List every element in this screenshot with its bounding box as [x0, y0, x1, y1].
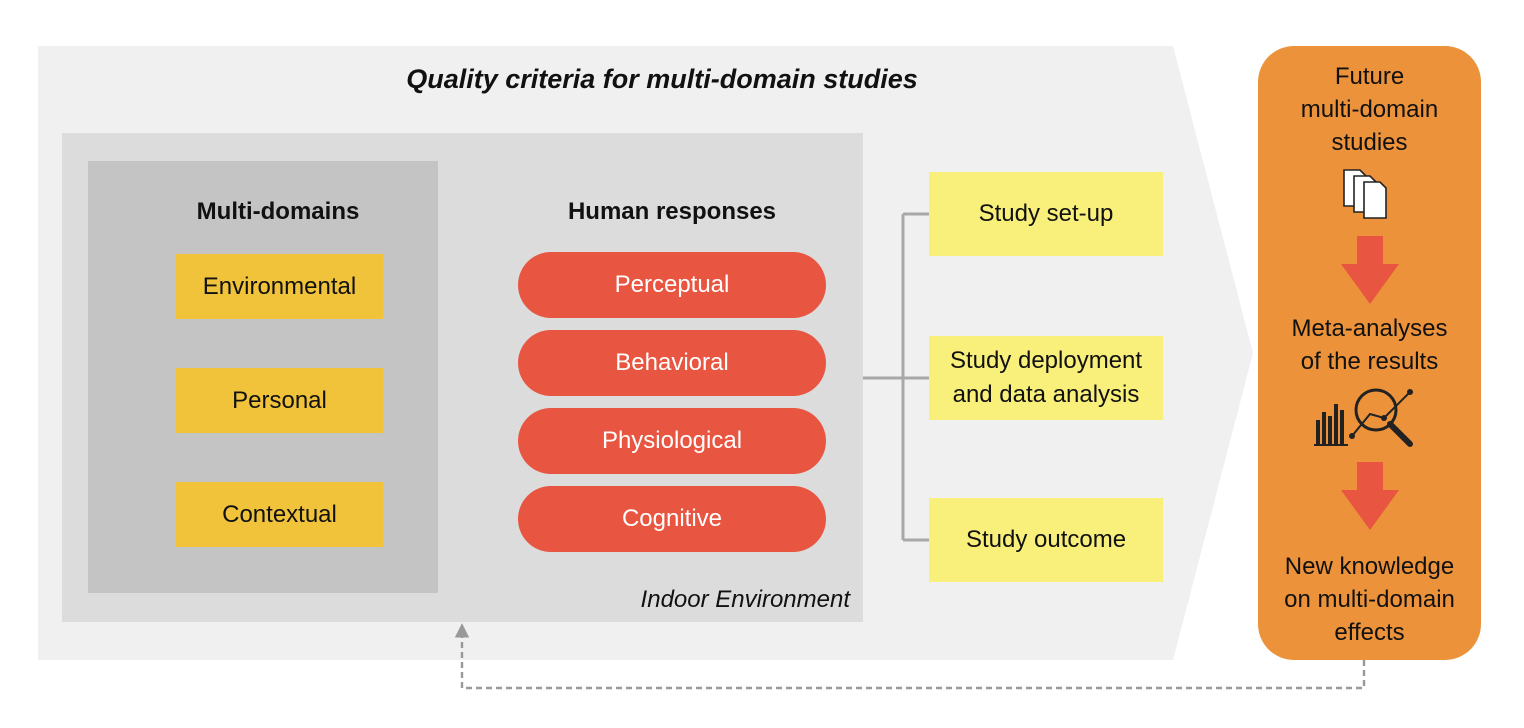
indoor-environment-label: Indoor Environment: [640, 586, 850, 613]
pipeline-panel: [1258, 46, 1481, 660]
diagram-title: Quality criteria for multi-domain studie…: [406, 64, 918, 94]
documents-icon: [1343, 169, 1387, 219]
study-setup-text: Study set-up: [978, 200, 1114, 227]
new-knowledge-line3: effects: [1334, 619, 1405, 646]
study-outcome-box: Study outcome: [929, 498, 1163, 582]
study-deployment-text-line1: Study deployment: [949, 347, 1143, 374]
pipeline-step-future-studies: Future multi-domain studies: [1258, 60, 1481, 159]
study-outcome-text: Study outcome: [965, 526, 1127, 553]
human-responses-heading: Human responses: [567, 198, 777, 225]
domain-contextual: Contextual: [176, 482, 383, 547]
future-studies-line2: multi-domain: [1300, 96, 1439, 123]
study-setup-box: Study set-up: [929, 172, 1163, 256]
new-knowledge-line1: New knowledge: [1284, 553, 1455, 580]
domain-personal: Personal: [176, 368, 383, 433]
study-deployment-box: Study deployment and data analysis: [929, 336, 1163, 420]
new-knowledge-line2: on multi-domain: [1284, 586, 1455, 613]
pipeline-step-meta-analyses: Meta-analyses of the results: [1258, 312, 1481, 378]
bracket-connector: [862, 212, 929, 542]
response-cognitive: Cognitive: [518, 486, 826, 552]
future-studies-line1: Future: [1334, 63, 1405, 90]
down-arrow-icon-1: [1341, 236, 1399, 304]
meta-analyses-line1: Meta-analyses: [1291, 315, 1448, 342]
multi-domains-heading: Multi-domains: [196, 198, 360, 225]
chart-magnifier-icon: [1314, 388, 1413, 447]
domain-environmental: Environmental: [176, 254, 383, 319]
meta-analyses-line2: of the results: [1300, 348, 1439, 375]
feedback-loop-connector: [454, 623, 1366, 690]
response-behavioral: Behavioral: [518, 330, 826, 396]
down-arrow-icon-2: [1341, 462, 1399, 530]
pipeline-step-new-knowledge: New knowledge on multi-domain effects: [1258, 550, 1481, 649]
future-studies-line3: studies: [1331, 129, 1408, 156]
response-physiological: Physiological: [518, 408, 826, 474]
response-perceptual: Perceptual: [518, 252, 826, 318]
study-deployment-text-line2: and data analysis: [952, 381, 1140, 408]
